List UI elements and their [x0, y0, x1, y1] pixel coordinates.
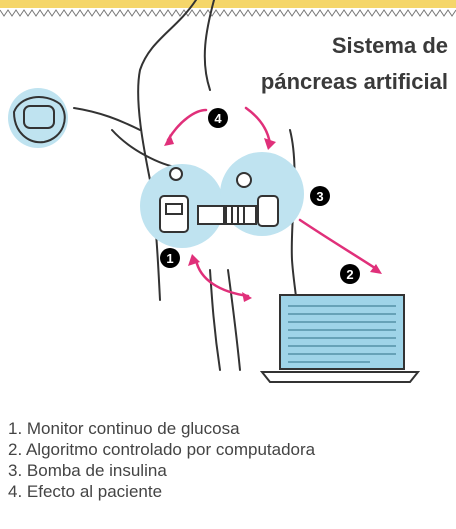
title-line-1: Sistema de: [331, 33, 448, 58]
tube-connector-icon: [197, 172, 279, 227]
legend-item-2: 2. Algoritmo controlado por computadora: [8, 440, 316, 459]
arrow-heads: [164, 134, 382, 302]
artificial-pancreas-illustration: 4 3 2 1: [8, 0, 421, 383]
top-accent-band: [0, 0, 456, 8]
marker-4: 4: [208, 108, 228, 128]
hand-receiver-icon: [8, 88, 68, 148]
svg-text:1: 1: [166, 251, 173, 266]
legend-item-4: 4. Efecto al paciente: [8, 482, 163, 501]
marker-1: 1: [160, 248, 180, 268]
title-line-2: páncreas artificial: [260, 69, 448, 94]
legend-item-3: 3. Bomba de insulina: [8, 461, 167, 480]
svg-text:2: 2: [346, 267, 353, 282]
svg-text:4: 4: [214, 111, 222, 126]
marker-2: 2: [340, 264, 360, 284]
svg-text:3: 3: [316, 189, 323, 204]
glucose-monitor-device-icon: [159, 167, 189, 233]
legend-item-1: 1. Monitor continuo de glucosa: [8, 419, 240, 438]
diagram-title: Sistema de páncreas artificial: [261, 28, 448, 100]
marker-3: 3: [310, 186, 330, 206]
laptop-computer-icon: [259, 294, 421, 383]
legend-list: 1. Monitor continuo de glucosa 2. Algori…: [8, 418, 315, 502]
decorative-zigzag-border: [0, 9, 456, 17]
